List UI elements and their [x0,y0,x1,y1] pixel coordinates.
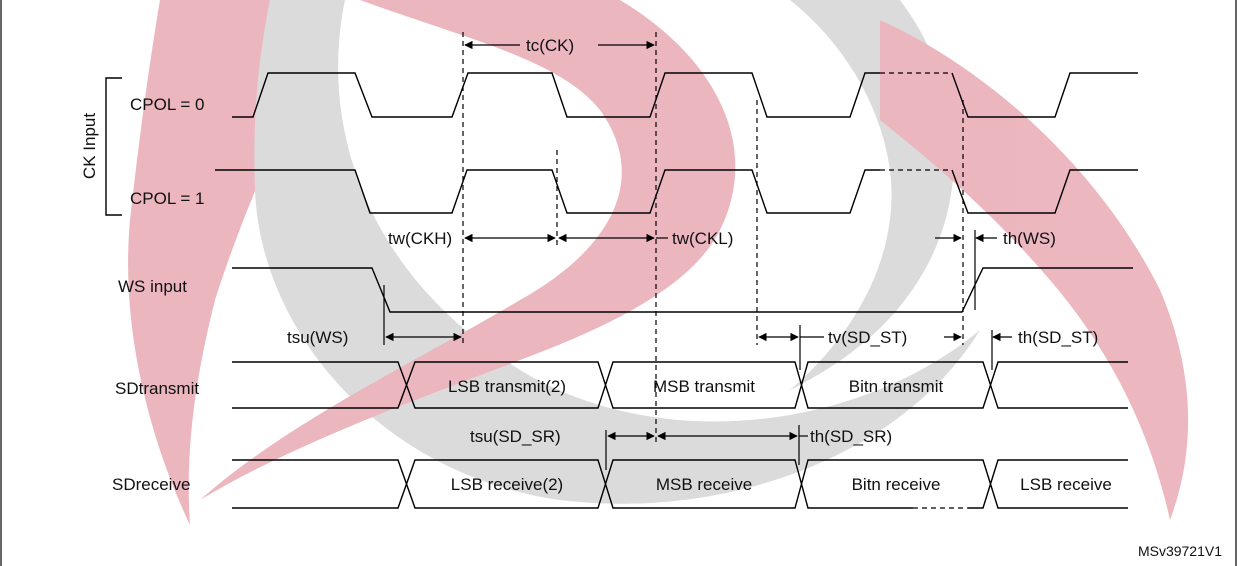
sdreceive-cell: MSB receive [656,475,752,494]
cpol0-label: CPOL = 0 [130,95,205,114]
sdtransmit-bus [232,361,1128,409]
th-sd-sr-label: th(SD_SR) [810,427,892,446]
tc-ck-label: tc(CK) [526,36,574,55]
ck-input-bracket [105,77,122,216]
cpol1-clock-waveform [215,169,1138,214]
sdtransmit-cell: LSB transmit(2) [448,377,566,396]
sdreceive-cell: LSB receive [1020,475,1112,494]
tv-sd-st-label: tv(SD_ST) [828,328,907,347]
sdtransmit-cell: MSB transmit [653,377,755,396]
tsu-sd-sr-label: tsu(SD_SR) [470,427,561,446]
reference-lines [462,32,964,445]
watermark-red-band [200,0,736,500]
sdreceive-cell: LSB receive(2) [451,475,563,494]
tw-ckl-label: tw(CKL) [672,229,733,248]
ws-input-label: WS input [118,277,187,296]
sdreceive-label: SDreceive [112,475,190,494]
sdreceive-bus [232,459,1128,509]
th-sd-st-label: th(SD_ST) [1018,328,1098,347]
watermark-logo [128,0,1189,525]
tsu-ws-label: tsu(WS) [287,328,348,347]
watermark-red-tail [880,20,1189,520]
ck-input-label: CK Input [80,113,99,179]
ws-input-waveform [232,267,1133,313]
th-ws-label: th(WS) [1003,229,1056,248]
cpol1-label: CPOL = 1 [130,189,205,208]
tw-ckh-label: tw(CKH) [388,229,452,248]
sdtransmit-cell: Bitn transmit [849,377,944,396]
sdtransmit-label: SDtransmit [115,379,199,398]
figure-id: MSv39721V1 [1138,543,1222,559]
watermark-red-swoosh [128,0,340,525]
sdreceive-cell: Bitn receive [852,475,941,494]
